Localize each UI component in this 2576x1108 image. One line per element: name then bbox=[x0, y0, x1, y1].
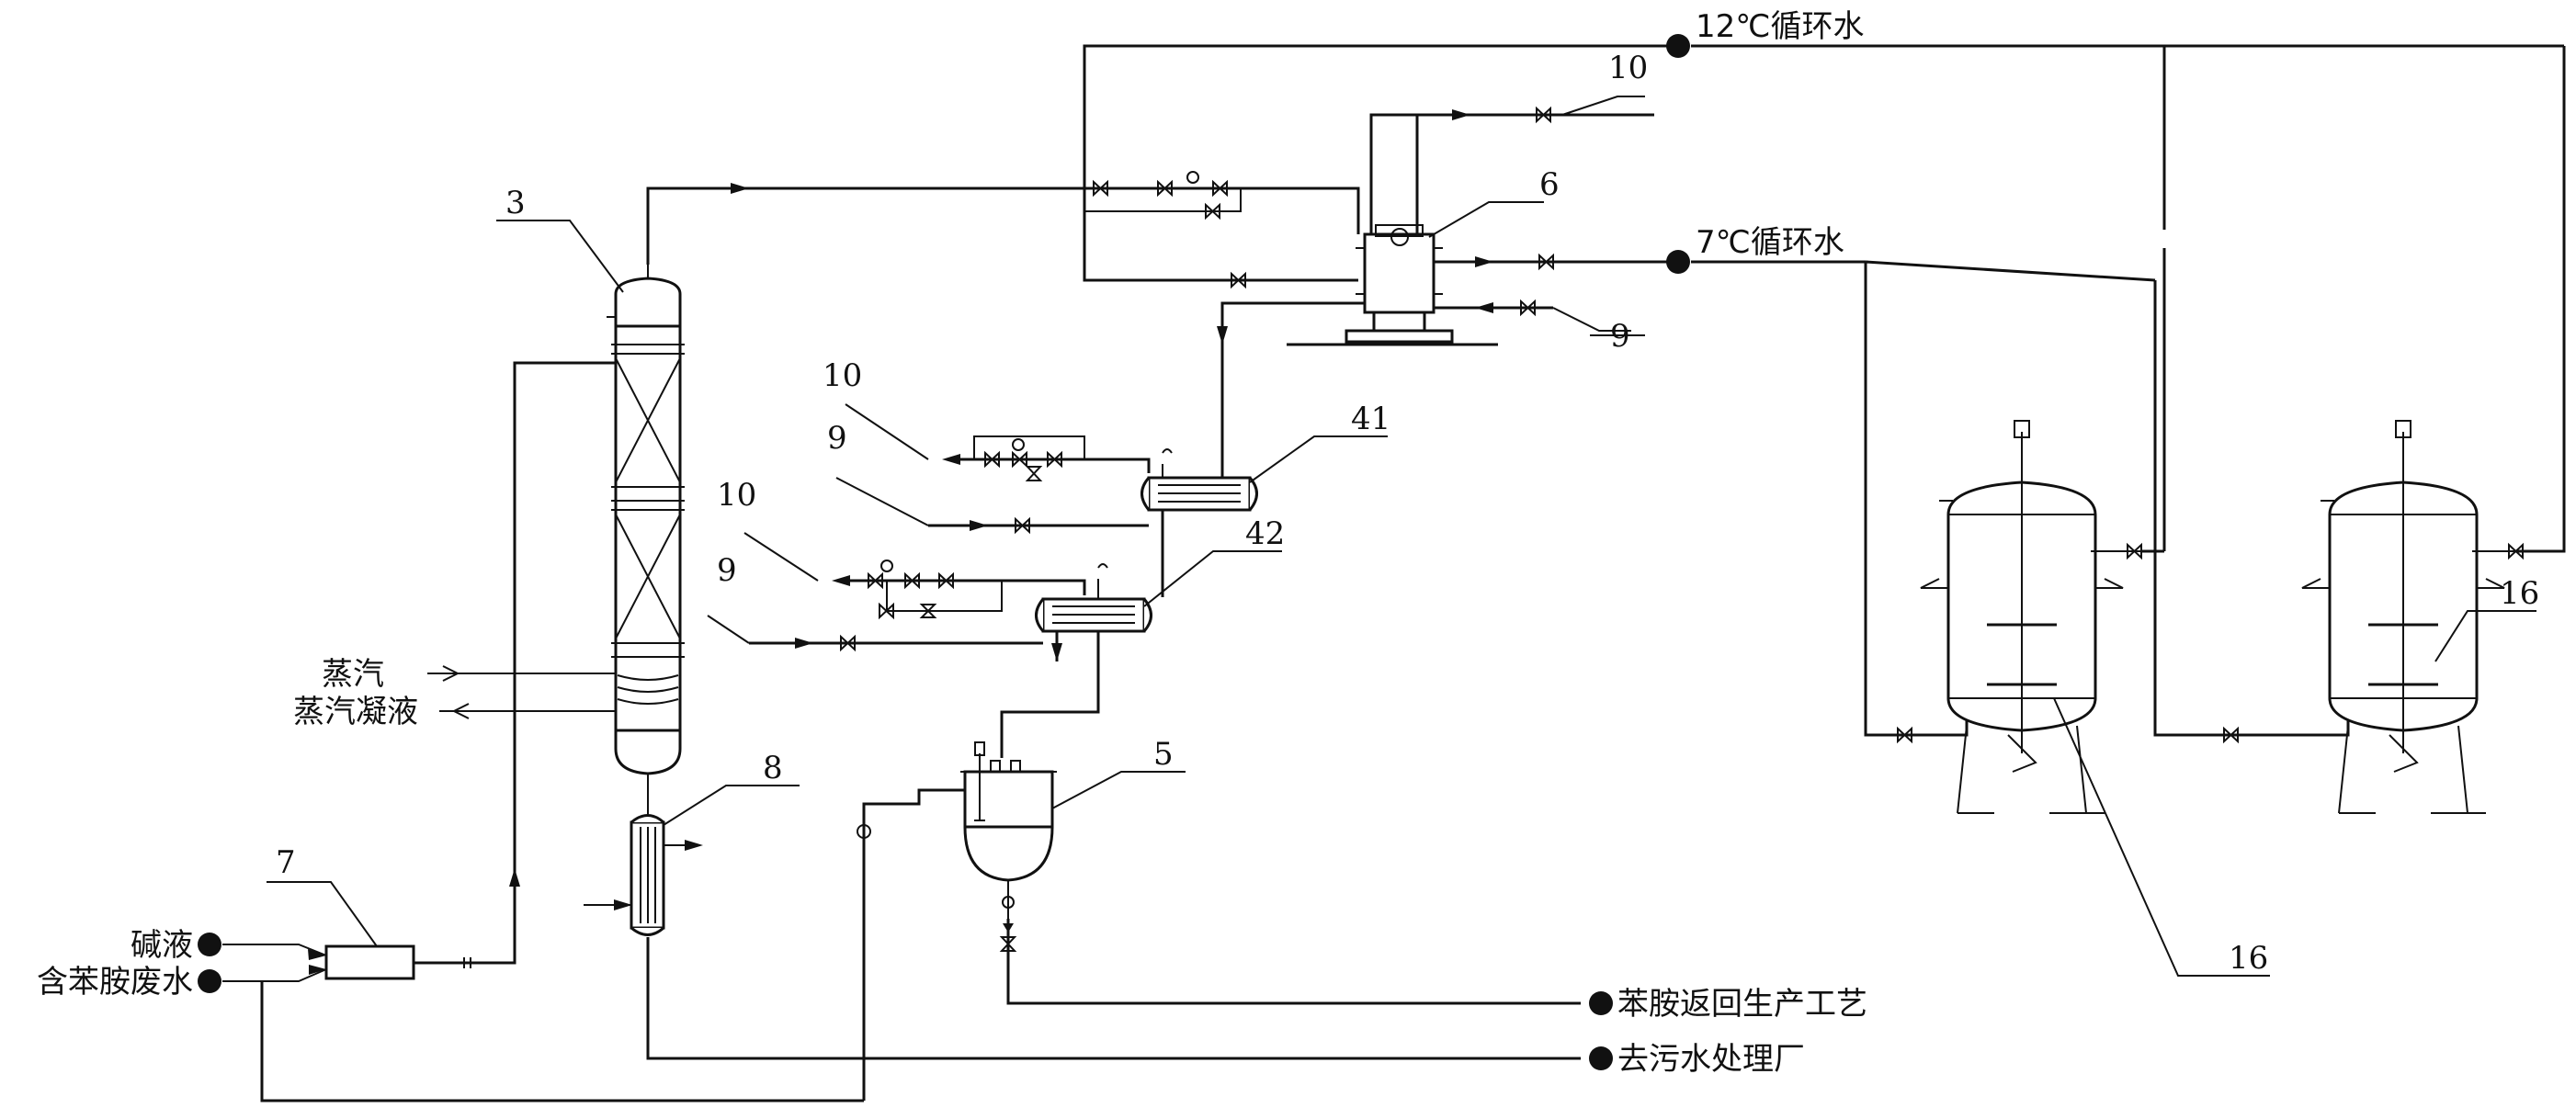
tank-16-b bbox=[2301, 420, 2524, 814]
label-9-mid: 9 bbox=[827, 420, 847, 457]
label-receiver: 5 bbox=[1153, 736, 1174, 773]
label-cooler: 8 bbox=[763, 750, 783, 786]
stream-steam: 蒸汽 bbox=[322, 656, 384, 693]
condenser-41 bbox=[1140, 476, 1258, 512]
stream-aniline-return: 苯胺返回生产工艺 bbox=[1617, 986, 1867, 1023]
label-tank-a: 16 bbox=[2229, 940, 2268, 977]
condenser-42 bbox=[1035, 597, 1152, 633]
label-10-mid: 10 bbox=[823, 357, 862, 394]
label-9-top: 9 bbox=[1610, 318, 1630, 355]
mixer-7 bbox=[324, 944, 415, 980]
tank-16-a bbox=[1920, 420, 2142, 814]
label-cond2: 42 bbox=[1245, 515, 1285, 552]
stream-wastewater: 含苯胺废水 bbox=[37, 964, 193, 1001]
stream-alkali: 碱液 bbox=[131, 927, 193, 964]
stream-to-sewage: 去污水处理厂 bbox=[1617, 1041, 1805, 1078]
stream-water12: 12℃循环水 bbox=[1696, 8, 1864, 45]
stream-water7: 7℃循环水 bbox=[1696, 224, 1844, 261]
label-10-low: 10 bbox=[717, 477, 756, 514]
valve-group-top bbox=[1084, 171, 1242, 220]
label-10-top: 10 bbox=[1608, 50, 1648, 86]
ejector-6 bbox=[1287, 224, 1498, 346]
label-tower: 3 bbox=[505, 185, 526, 221]
label-9-low: 9 bbox=[717, 552, 737, 589]
receiver-5 bbox=[960, 741, 1057, 882]
label-cond1: 41 bbox=[1351, 401, 1390, 437]
cooler-8 bbox=[630, 814, 665, 936]
label-ejector: 6 bbox=[1539, 166, 1560, 203]
stream-condensate: 蒸汽凝液 bbox=[293, 694, 418, 730]
label-tank-b: 16 bbox=[2500, 575, 2539, 612]
label-mixer: 7 bbox=[276, 844, 296, 881]
tower-3 bbox=[607, 265, 685, 818]
